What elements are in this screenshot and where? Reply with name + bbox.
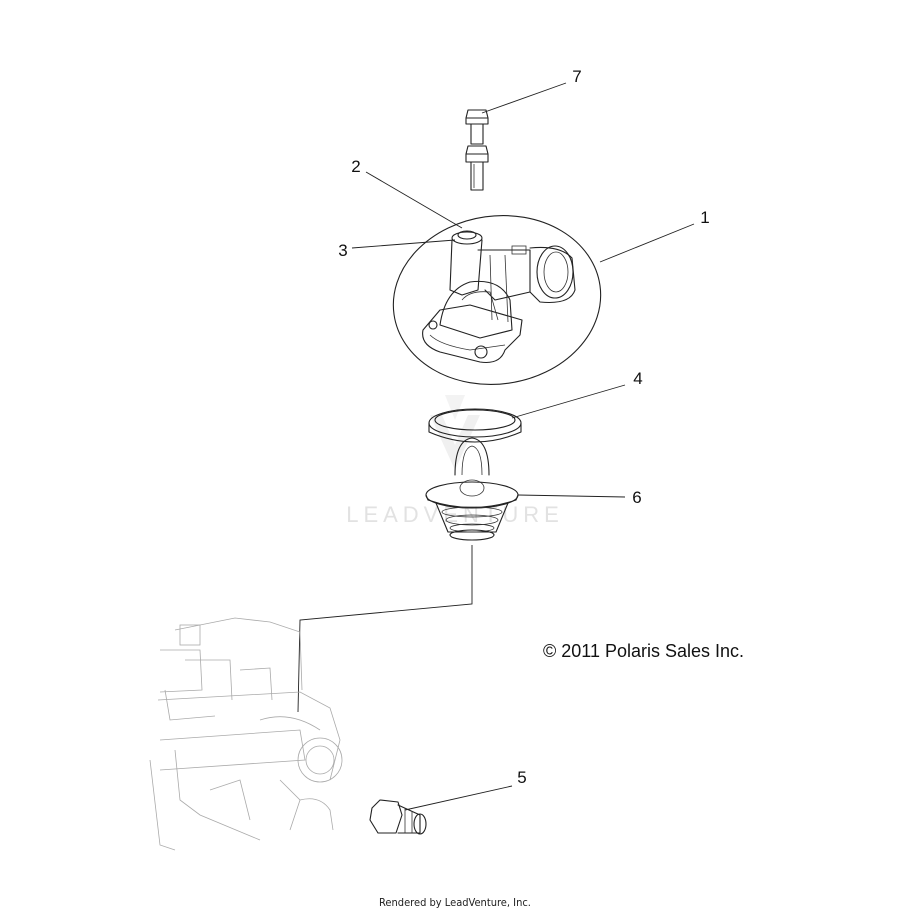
part-bolts[interactable] (465, 109, 489, 191)
watermark: LEADVENTURE (346, 395, 564, 527)
part-fitting[interactable] (369, 799, 427, 835)
part-seal-ring[interactable] (428, 408, 522, 443)
callout-3[interactable]: 3 (338, 241, 347, 260)
part-thermostat[interactable] (425, 437, 519, 541)
leader-lines (351, 82, 695, 811)
callout-1[interactable]: 1 (700, 208, 709, 227)
callout-5[interactable]: 5 (517, 768, 526, 787)
assembly-line (297, 545, 473, 713)
callout-4[interactable]: 4 (633, 369, 642, 388)
part-thermostat-housing[interactable] (382, 202, 611, 397)
footer-credit: Rendered by LeadVenture, Inc. (379, 896, 531, 909)
watermark-text: LEADVENTURE (346, 502, 564, 527)
engine-block (149, 617, 343, 851)
callout-6[interactable]: 6 (632, 488, 641, 507)
copyright-text: © 2011 Polaris Sales Inc. (543, 641, 744, 661)
callout-2[interactable]: 2 (351, 157, 360, 176)
watermark-logo-icon (430, 395, 480, 470)
callouts: 7 2 3 1 4 6 5 (338, 67, 709, 787)
callout-7[interactable]: 7 (572, 67, 581, 86)
